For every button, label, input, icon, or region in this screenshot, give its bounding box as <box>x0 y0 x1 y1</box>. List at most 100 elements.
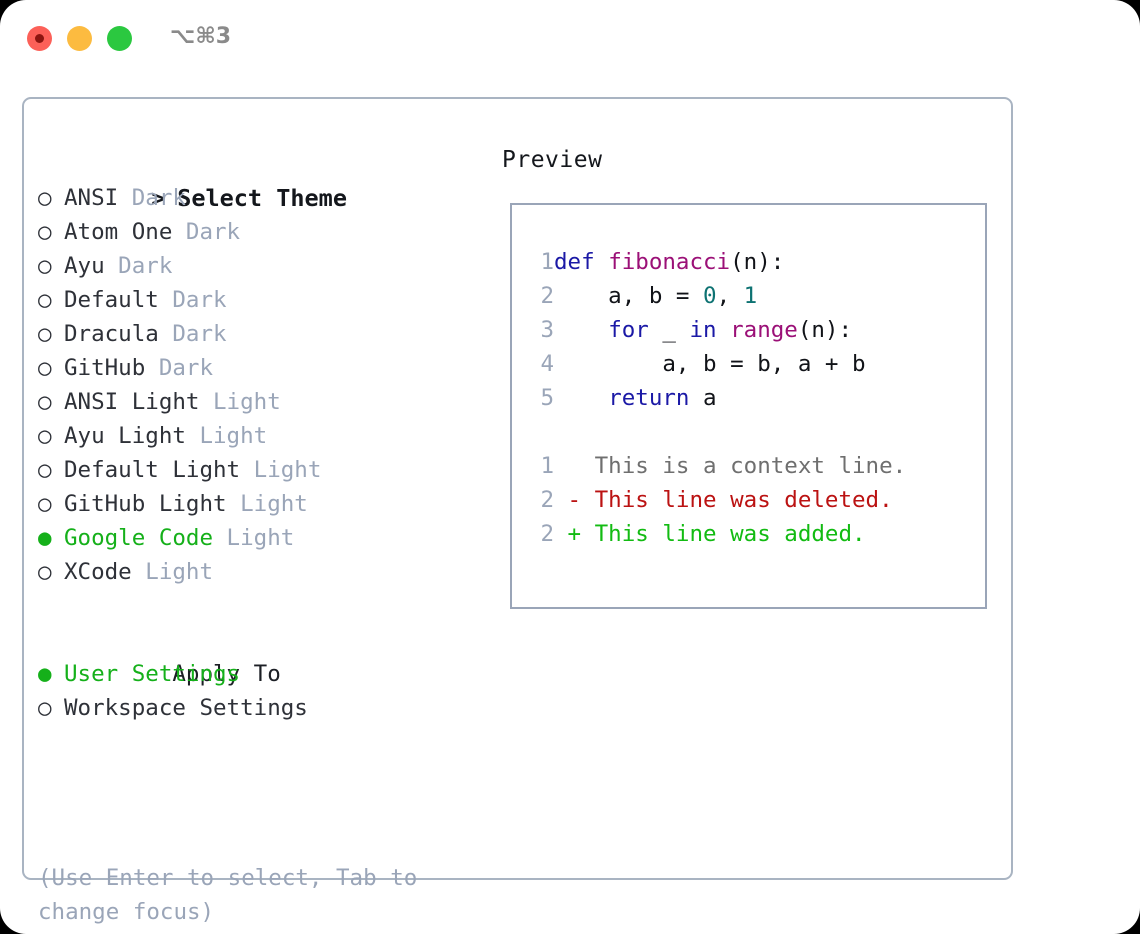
code-line: 5 return a <box>528 381 979 415</box>
theme-option-xcode[interactable]: ○XCode Light <box>38 555 488 589</box>
theme-option-atom-one[interactable]: ○ Atom One Dark <box>38 215 488 249</box>
radio-unselected-icon: ○ <box>38 457 52 483</box>
radio-unselected-icon: ○ <box>38 355 52 381</box>
apply-to-label: Apply To <box>172 661 281 687</box>
theme-option-label: Default <box>64 287 159 313</box>
radio-unselected-icon: ○ <box>38 695 52 721</box>
theme-option-label: GitHub Light <box>64 491 227 517</box>
line-number: 2 <box>540 521 554 547</box>
apply-to-heading: Apply To <box>38 623 488 687</box>
theme-option-label: Atom One <box>64 219 173 245</box>
diff-line: 2 - This line was deleted. <box>528 483 979 517</box>
code-token-ctx: This is a context line. <box>554 453 907 479</box>
main-panel: >Select Theme ○ANSI Dark○Atom One Dark○A… <box>22 97 1013 925</box>
theme-option-github-light[interactable]: ○GitHub Light Light <box>38 487 488 521</box>
code-line: 1def fibonacci(n): <box>528 245 979 279</box>
theme-option-label: ANSI Light <box>64 389 200 415</box>
code-token-fn: fibonacci <box>608 249 731 275</box>
diff-line: 1 This is a context line. <box>528 449 979 483</box>
code-token-fn: range <box>730 317 798 343</box>
apply-to-list: ●User Settings ○ Workspace Settings <box>38 657 488 725</box>
code-token-add: + This line was added. <box>554 521 866 547</box>
code-token-pl: a, b = b, a + b <box>554 351 866 377</box>
close-window-button[interactable] <box>27 26 52 51</box>
code-token-pl: _ <box>648 317 690 343</box>
theme-option-github[interactable]: ○GitHub Dark <box>38 351 488 385</box>
theme-option-label: Ayu Light <box>64 423 186 449</box>
line-number: 3 <box>540 317 554 343</box>
theme-option-tag-badge: Light <box>213 525 295 551</box>
code-token-pl: (n): <box>797 317 853 343</box>
theme-option-tag-badge: Dark <box>118 185 186 211</box>
radio-unselected-icon: ○ <box>38 185 52 211</box>
theme-option-google-code[interactable]: ● Google Code Light <box>38 521 488 555</box>
apply-option-label: Workspace Settings <box>64 695 308 721</box>
code-line: 4 a, b = b, a + b <box>528 347 979 381</box>
theme-option-label: Google Code <box>64 525 214 551</box>
theme-option-ansi[interactable]: ○ ANSI Dark <box>38 181 488 215</box>
code-token-pl <box>554 317 608 343</box>
radio-unselected-icon: ○ <box>38 321 52 347</box>
line-number: 5 <box>540 385 554 411</box>
maximize-window-button[interactable] <box>107 26 132 51</box>
code-token-pl: a <box>689 385 717 411</box>
theme-option-label: Default Light <box>64 457 241 483</box>
theme-option-default[interactable]: ○ Default Dark <box>38 283 488 317</box>
theme-option-ayu-light[interactable]: ○Ayu Light Light <box>38 419 488 453</box>
line-number: 1 <box>540 249 554 275</box>
code-token-del: - This line was deleted. <box>554 487 893 513</box>
theme-option-default-light[interactable]: ○Default Light Light <box>38 453 488 487</box>
page-title: Select Theme <box>177 184 347 212</box>
theme-picker-heading: > Select Theme <box>38 147 488 212</box>
radio-unselected-icon: ○ <box>38 253 52 279</box>
apply-option-label: User Settings <box>64 661 241 687</box>
help-text: (Use Enter to select, Tab to change focu… <box>38 865 431 925</box>
theme-option-tag-badge: Light <box>131 559 214 585</box>
line-number: 4 <box>540 351 554 377</box>
code-token-pl: a, b = <box>554 283 704 309</box>
apply-option-workspace-settings[interactable]: ○ Workspace Settings <box>38 691 488 725</box>
code-line: 3 for _ in range(n): <box>528 313 979 347</box>
code-token-kw: in <box>689 317 717 343</box>
code-token-pl <box>717 317 731 343</box>
diff-line: 2 + This line was added. <box>528 517 979 551</box>
window-title: ⌥⌘3 <box>170 24 232 49</box>
radio-unselected-icon: ○ <box>38 219 52 245</box>
theme-option-tag-badge: Light <box>199 389 281 415</box>
line-number: 2 <box>540 283 554 309</box>
theme-option-tag-badge: Light <box>185 423 268 449</box>
spacer <box>38 589 488 623</box>
theme-option-label: Ayu <box>64 253 105 279</box>
prompt-caret-icon: > <box>151 184 166 212</box>
radio-unselected-icon: ○ <box>38 287 52 313</box>
code-token-kw: def <box>554 249 609 275</box>
apply-option-user-settings[interactable]: ●User Settings <box>38 657 488 691</box>
line-number: 2 <box>540 487 554 513</box>
code-token-pl: , <box>716 283 744 309</box>
minimize-window-button[interactable] <box>67 26 92 51</box>
code-token-num: 0 <box>703 283 717 309</box>
radio-unselected-icon: ○ <box>38 389 52 415</box>
theme-list: ○ ANSI Dark ○ Atom One Dark ○ Ayu Dark ○ Defaul… <box>38 181 488 589</box>
theme-option-ayu[interactable]: ○ Ayu Dark <box>38 249 488 283</box>
code-line: 2 a, b = 0, 1 <box>528 279 979 313</box>
theme-option-tag-badge: Dark <box>172 219 241 245</box>
title-bar: ⌥⌘3 <box>0 0 1140 78</box>
theme-option-label: ANSI <box>64 185 119 211</box>
radio-unselected-icon: ○ <box>38 559 52 585</box>
theme-option-dracula[interactable]: ○Dracula Dark <box>38 317 488 351</box>
theme-option-tag-badge: Dark <box>158 287 227 313</box>
radio-selected-icon: ● <box>38 525 52 551</box>
radio-unselected-icon: ○ <box>38 491 52 517</box>
theme-option-tag-badge: Dark <box>104 253 173 279</box>
code-token-num: 1 <box>743 283 758 309</box>
preview-heading: Preview <box>502 147 603 173</box>
theme-option-ansi-light[interactable]: ○ ANSI Light Light <box>38 385 488 419</box>
code-diff-spacer <box>528 415 979 449</box>
theme-option-label: Dracula <box>64 321 159 347</box>
theme-picker-column: >Select Theme ○ANSI Dark○Atom One Dark○A… <box>38 147 488 725</box>
